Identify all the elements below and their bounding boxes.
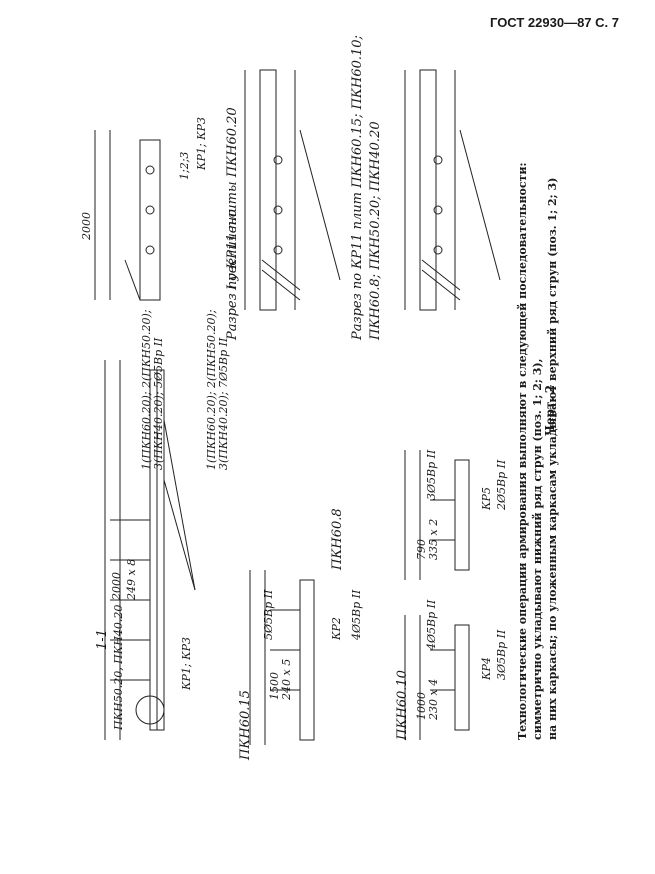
pkn60-10-step: 230 х 4 <box>427 678 440 720</box>
pkn60-10-title: ПКН60.10 <box>395 670 410 740</box>
note-2: 3(ПКН40.20); 5Ø5Вр II <box>152 337 165 470</box>
pkn60-8-step: 335 х 2 <box>427 518 440 560</box>
pkn60-15-rebar2: 4Ø5Вр II <box>350 589 363 640</box>
detail-i-dim: 2000 <box>80 212 93 240</box>
pkn60-10-rebar2: 3Ø5Вр II <box>495 629 508 680</box>
section-kp11-2-title2: ПКН60.8; ПКН50.20; ПКН40.20 <box>368 121 383 340</box>
pkn60-8-title: ПКН60.8 <box>330 508 345 570</box>
pkn60-15-step: 240 х 5 <box>280 658 293 700</box>
pkn60-15-frame: КР2 <box>330 617 343 640</box>
pkn60-10-rebar: 4Ø5Вр II <box>425 599 438 650</box>
pkn60-8-frame: КР5 <box>480 487 493 510</box>
page-header: ГОСТ 22930—87 С. 7 <box>490 15 619 30</box>
section-kp11-1 <box>259 69 277 311</box>
pkn60-15-rebar: 5Ø5Вр II <box>262 589 275 640</box>
section-kp11-2 <box>419 69 437 311</box>
dim-2000: 2000 <box>110 572 123 600</box>
pkn60-15-title: ПКН60.15 <box>238 690 253 760</box>
detail-i-frame: КР1; КР3 <box>195 116 208 170</box>
pkn60-10-frame: КР4 <box>480 657 493 680</box>
beam-pkn60-8 <box>454 459 470 571</box>
note-4: 3(ПКН40.20); 7Ø5Вр II <box>217 337 230 470</box>
pkn60-8-rebar: 3Ø5Вр II <box>425 449 438 500</box>
detail-i-pos: 1;2;3 <box>178 151 191 180</box>
detail-i-beam <box>139 139 161 301</box>
section-kp11-1-title: Разрез по КР11 плиты ПКН60.20 <box>225 107 240 340</box>
section-kp11-2-title: Разрез по КР11 плит ПКН60.15; ПКН60.10; <box>350 35 365 340</box>
pkn60-8-rebar2: 2Ø5Вр II <box>495 459 508 510</box>
frame-kp1-kp3: КР1; КР3 <box>180 636 193 690</box>
figure-label: Черт. 2 <box>543 384 557 436</box>
caption-line-1: Технологические операции армирования вып… <box>516 162 544 740</box>
beam-pkn60-10 <box>454 624 470 731</box>
dim-249x8: 249 х 8 <box>125 558 138 600</box>
beam-pkn60-15 <box>299 579 315 741</box>
section-1-1-title: 1-1 <box>95 629 110 650</box>
section-1-1-subtitle: ПКН50.20, ПКН40.20 <box>112 604 125 730</box>
